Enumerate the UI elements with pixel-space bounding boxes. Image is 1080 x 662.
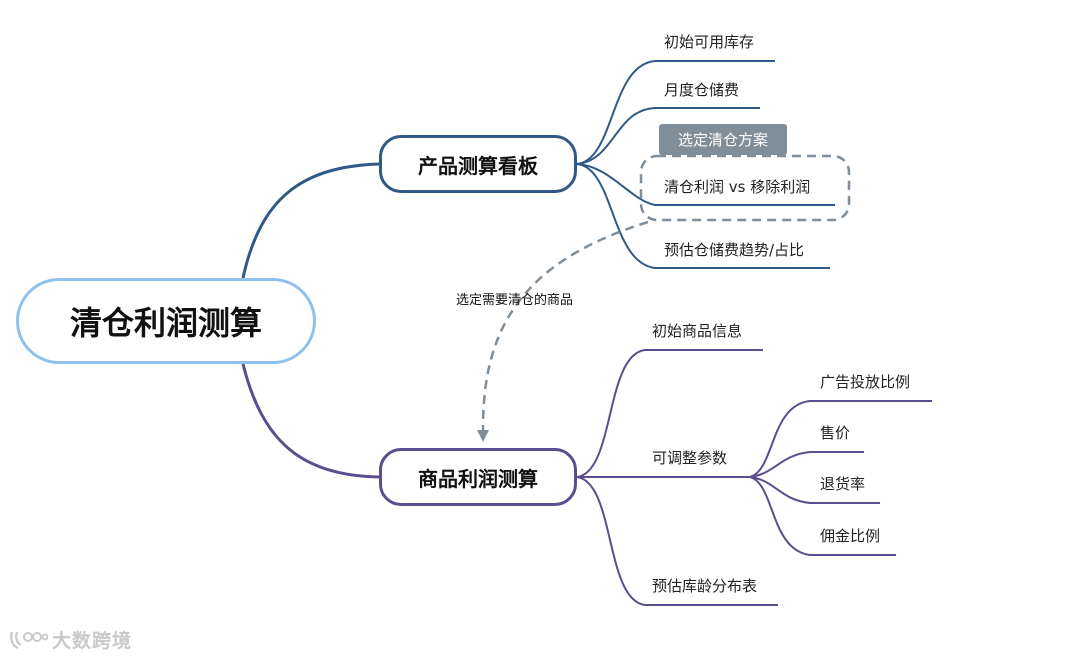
- param-price[interactable]: 售价: [820, 424, 851, 442]
- leaf-initial-product-info[interactable]: 初始商品信息: [652, 322, 743, 340]
- connector-b1-c3: [576, 163, 835, 206]
- branch-product-dashboard[interactable]: 产品测算看板: [379, 135, 577, 193]
- leaf-clearance-vs-removal[interactable]: 清仓利润 vs 移除利润: [664, 178, 811, 196]
- watermark-text: 大数跨境: [52, 630, 133, 652]
- connector-root-b1: [241, 162, 381, 279]
- selected-plan-tag[interactable]: 选定清仓方案: [659, 124, 787, 155]
- relationship-arrow: [481, 220, 649, 433]
- leaf-adjustable-params[interactable]: 可调整参数: [652, 449, 728, 467]
- root-node[interactable]: 清仓利润测算: [16, 278, 316, 364]
- connector-p2: [749, 451, 864, 478]
- connector-b1-c2: [576, 107, 760, 165]
- watermark: 大数跨境: [8, 626, 132, 653]
- leaf-age-distribution[interactable]: 预估库龄分布表: [652, 577, 758, 595]
- connector-p1: [749, 400, 932, 478]
- connector-b1-c1: [576, 60, 775, 165]
- connector-b2-c1: [576, 349, 763, 478]
- relationship-label: 选定需要清仓的商品: [456, 293, 574, 308]
- relationship-arrowhead: [477, 430, 489, 442]
- leaf-initial-inventory[interactable]: 初始可用库存: [664, 33, 755, 51]
- leaf-storage-trend[interactable]: 预估仓储费趋势/占比: [664, 241, 805, 259]
- watermark-logo-icon: [10, 631, 48, 649]
- leaf-monthly-storage-fee[interactable]: 月度仓储费: [664, 81, 740, 99]
- connector-p3: [749, 476, 880, 504]
- connector-b2-c3: [576, 476, 778, 606]
- param-ad-ratio[interactable]: 广告投放比例: [820, 373, 911, 391]
- dashed-boundary: [639, 154, 851, 222]
- param-commission[interactable]: 佣金比例: [820, 527, 881, 545]
- connector-b1-c4: [576, 163, 830, 269]
- branch-product-profit[interactable]: 商品利润测算: [379, 448, 577, 506]
- connector-p4: [749, 476, 896, 556]
- connector-root-b2: [241, 363, 381, 479]
- param-return-rate[interactable]: 退货率: [820, 475, 866, 493]
